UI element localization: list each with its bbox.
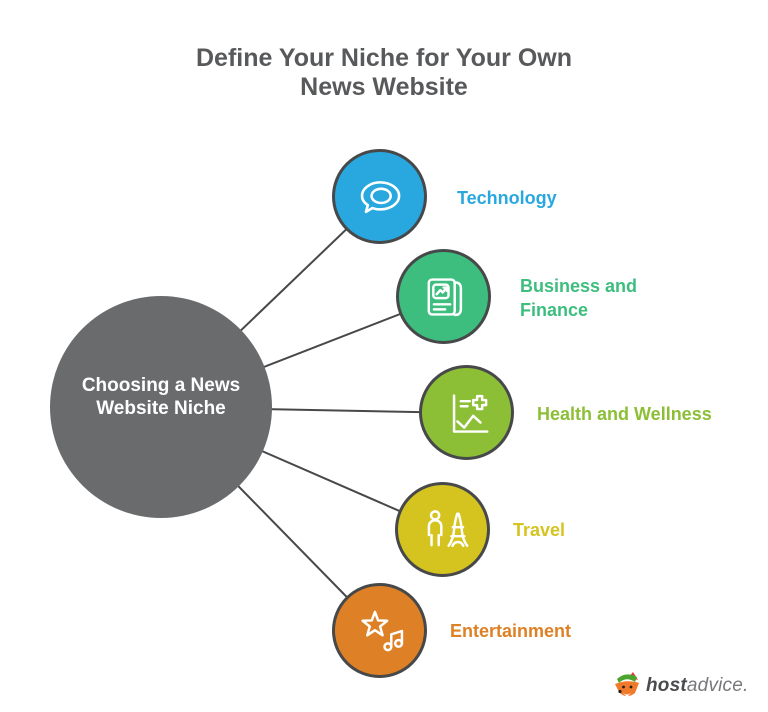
hostadvice-wordmark-host: host [646,675,687,696]
hostadvice-wordmark: hostadvice. [646,675,749,697]
health-chart-icon [452,393,488,433]
health-wellness-circle [419,365,514,460]
center-node-label: Choosing a News Website Niche [82,374,240,420]
technology-label: Technology [457,188,557,208]
business-finance-label: Business and Finance [520,276,638,320]
hostadvice-logo: hostadvice. [612,670,749,702]
center-node-line-2: Website Niche [96,398,226,419]
center-node-line-1: Choosing a News [81,375,241,396]
hostadvice-wordmark-advice: advice. [686,675,749,696]
page-title-line-1: Define Your Niche for Your Own [196,44,572,72]
center-node: Choosing a News Website Niche [50,296,272,518]
entertainment-circle [332,583,427,678]
entertainment-label: Entertainment [450,621,572,641]
technology-circle [332,149,427,244]
star-music-icon [360,610,403,651]
business-finance-circle [396,249,491,344]
health-wellness-label: Health and Wellness [537,404,712,424]
hostadvice-fox-icon [615,672,639,697]
speech-bubble-icon [360,180,400,213]
traveler-eiffel-icon [427,509,468,547]
newspaper-chart-icon [427,277,462,316]
travel-label: Travel [513,520,566,540]
page-title-line-2: News Website [300,73,468,101]
page-title: Define Your Niche for Your Own News Webs… [0,44,768,102]
travel-circle [395,482,490,577]
